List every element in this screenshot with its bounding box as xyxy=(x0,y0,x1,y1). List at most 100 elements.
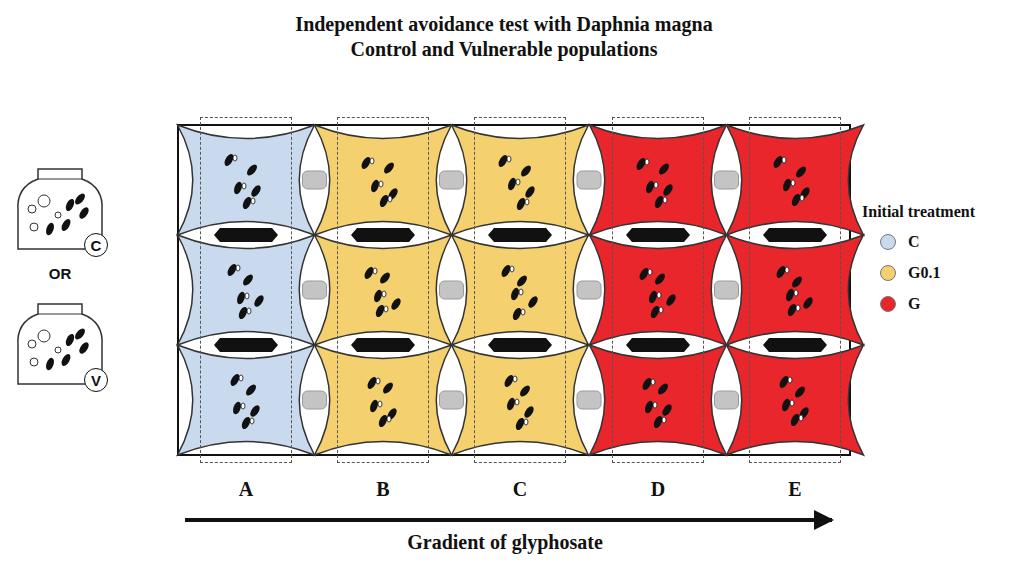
daphnia xyxy=(242,183,246,189)
daphnia xyxy=(387,416,391,422)
daphnia xyxy=(241,273,255,287)
daphnia xyxy=(373,268,377,274)
vertical-connector xyxy=(488,228,552,242)
daphnia xyxy=(659,307,663,313)
legend-entry: C xyxy=(880,233,920,251)
horizontal-connector xyxy=(715,391,739,409)
chamber xyxy=(590,345,727,455)
horizontal-connector xyxy=(303,391,327,409)
daphnia xyxy=(784,288,795,303)
daphnia xyxy=(368,399,379,414)
daphnia xyxy=(231,401,242,416)
chamber xyxy=(178,125,315,235)
daphnia xyxy=(236,265,240,271)
daphnia xyxy=(782,157,786,163)
population-letter: C xyxy=(84,233,108,257)
vertical-connector xyxy=(763,228,827,242)
daphnia xyxy=(382,291,386,297)
daphnia xyxy=(648,269,652,275)
column-group: B xyxy=(337,117,429,463)
chamber xyxy=(178,235,315,345)
daphnia xyxy=(788,377,792,383)
chamber xyxy=(727,345,864,455)
chamber xyxy=(727,125,864,235)
column-group: E xyxy=(749,117,841,463)
daphnia xyxy=(515,399,519,405)
daphnia xyxy=(376,378,380,384)
daphnia xyxy=(799,415,803,421)
daphnia xyxy=(800,195,804,201)
daphnia xyxy=(378,401,382,407)
column-label: A xyxy=(201,478,291,501)
daphnia xyxy=(657,292,661,298)
daphnia xyxy=(644,180,655,195)
daphnia xyxy=(661,183,674,198)
horizontal-connector xyxy=(440,391,464,409)
chamber xyxy=(452,345,589,455)
vertical-connector xyxy=(214,338,278,352)
horizontal-connector xyxy=(577,391,601,409)
daphnia xyxy=(518,384,532,398)
column-group: C xyxy=(474,117,566,463)
daphnia xyxy=(790,400,794,406)
daphnia xyxy=(384,306,388,312)
daphnia xyxy=(785,267,789,273)
population-jar: V xyxy=(14,300,106,388)
daphnia xyxy=(519,164,533,178)
daphnia xyxy=(662,417,666,423)
daphnia xyxy=(507,156,511,162)
vertical-connector xyxy=(351,228,415,242)
daphnia xyxy=(524,419,528,425)
daphnia xyxy=(232,181,243,196)
legend-entry: G xyxy=(880,295,920,313)
daphnia xyxy=(664,293,677,308)
gradient-arrow xyxy=(185,518,832,522)
daphnia xyxy=(519,289,523,295)
horizontal-connector xyxy=(440,171,464,189)
daphnia xyxy=(245,293,249,299)
daphnia xyxy=(389,297,402,312)
daphnia xyxy=(515,274,529,288)
daphnia xyxy=(378,271,392,285)
daphnia xyxy=(381,381,395,395)
daphnia xyxy=(798,186,811,201)
legend-swatch xyxy=(880,296,896,312)
column-group: D xyxy=(612,117,704,463)
column-label: C xyxy=(475,478,565,501)
daphnia xyxy=(382,161,396,175)
vertical-connector xyxy=(763,338,827,352)
daphnia xyxy=(796,305,800,311)
legend-swatch xyxy=(880,265,896,281)
daphnia xyxy=(239,375,243,381)
daphnia xyxy=(248,404,261,419)
daphnia xyxy=(645,159,649,165)
vertical-connector xyxy=(626,338,690,352)
horizontal-connector xyxy=(303,171,327,189)
or-label: OR xyxy=(49,265,72,282)
chamber xyxy=(590,125,727,235)
legend-entry: G0.1 xyxy=(880,264,940,282)
daphnia xyxy=(385,407,398,422)
daphnia xyxy=(797,406,810,421)
daphnia xyxy=(781,178,792,193)
daphnia xyxy=(647,290,658,305)
daphnia xyxy=(523,185,536,200)
vertical-connector xyxy=(626,228,690,242)
daphnia xyxy=(654,182,658,188)
daphnia xyxy=(369,179,380,194)
daphnia xyxy=(651,379,655,385)
daphnia xyxy=(526,295,539,310)
daphnia xyxy=(656,382,670,396)
daphnia xyxy=(522,405,535,420)
daphnia xyxy=(379,181,383,187)
horizontal-connector xyxy=(440,281,464,299)
daphnia xyxy=(244,383,258,397)
population-letter: V xyxy=(84,368,108,392)
daphnia xyxy=(801,296,814,311)
daphnia xyxy=(252,294,265,309)
daphnia xyxy=(245,163,259,177)
chamber xyxy=(315,125,452,235)
legend-text: G0.1 xyxy=(908,264,940,282)
column-label: E xyxy=(750,478,840,501)
